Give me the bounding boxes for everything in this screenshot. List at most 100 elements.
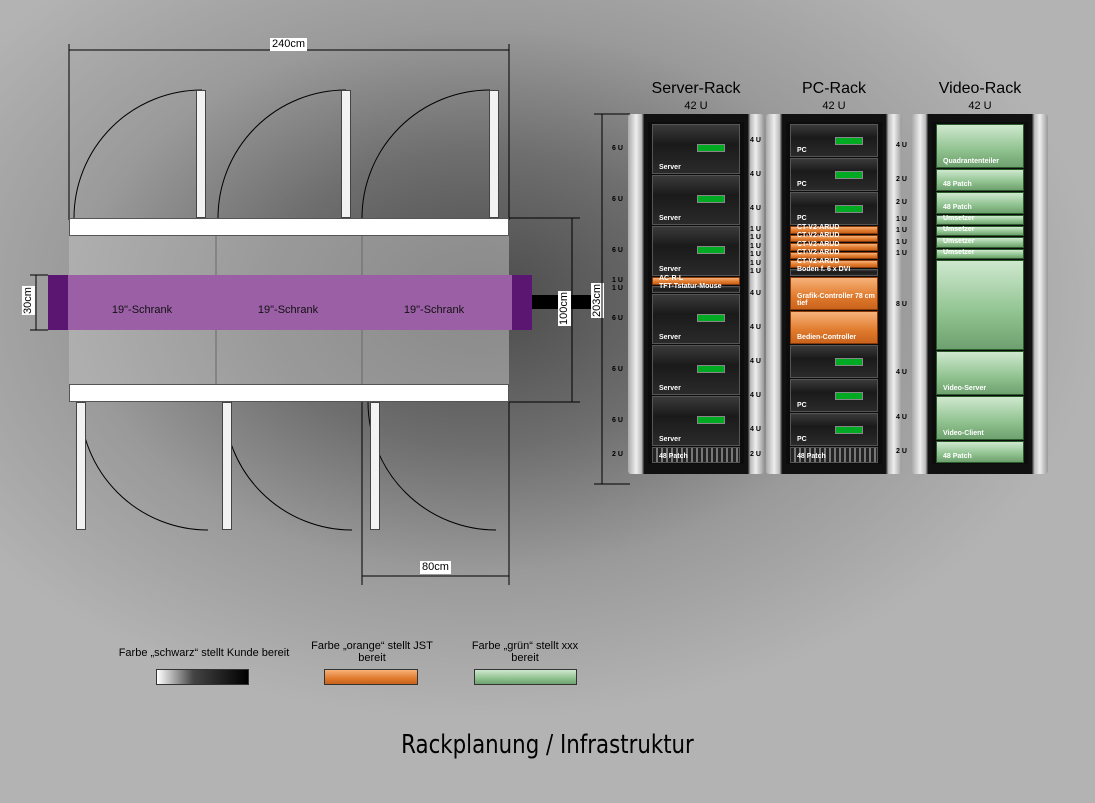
rack-device: Umsetzer [936, 214, 1024, 225]
device-label: 48 Patch [943, 452, 972, 460]
unit-label: 1 U [612, 276, 623, 284]
status-display [835, 137, 863, 146]
unit-label: 4 U [750, 391, 761, 399]
rack-device: TFT-Tstatur-Mouse [652, 283, 740, 293]
unit-label: 4 U [750, 170, 761, 178]
device-label: Umsetzer [943, 214, 975, 222]
shelf-depth-dimension: 100cm [558, 290, 572, 327]
unit-label: 2 U [896, 448, 907, 456]
door-top-1 [196, 90, 206, 218]
unit-label: 2 U [750, 451, 761, 458]
rack-device: Server [652, 175, 740, 225]
unit-label: 4 U [750, 136, 761, 144]
unit-label: 4 U [750, 204, 761, 212]
rack-units-2: 42 U [968, 100, 992, 112]
device-label: Video-Server [943, 384, 987, 392]
unit-label: 4 U [896, 368, 907, 376]
status-display [697, 416, 725, 425]
device-label: PC [797, 402, 807, 409]
rack-device: 48 Patch [790, 447, 878, 463]
device-label: TFT-Tstatur-Mouse [659, 283, 722, 290]
device-label: Server [659, 215, 681, 222]
rack-device: Umsetzer [936, 237, 1024, 248]
rack-units-1: 42 U [822, 100, 846, 112]
unit-label: 6 U [612, 145, 623, 152]
legend-orange-text: Farbe „orange“ stellt JST bereit [311, 640, 433, 664]
rack-device: Grafik-Controller 78 cm tief [790, 277, 878, 310]
status-display [835, 171, 863, 180]
rack-device: Server [652, 345, 740, 395]
rack-device: AC-R-L [652, 274, 740, 285]
device-label: 48 Patch [797, 453, 826, 460]
rack-device: CT-V2-ARUD [790, 224, 878, 234]
door-bottom-1 [76, 402, 86, 530]
unit-label: 1 U [750, 251, 761, 259]
unit-label: 1 U [750, 259, 761, 267]
rack-device: Server [652, 294, 740, 344]
unit-label: 4 U [896, 414, 907, 422]
device-label: Server [659, 334, 681, 341]
status-display [697, 365, 725, 374]
unit-label: 2 U [896, 198, 907, 206]
unit-label: 4 U [896, 142, 907, 150]
status-display [835, 205, 863, 214]
device-label: Video-Client [943, 430, 984, 438]
legend-black-text: Farbe „schwarz“ stellt Kunde bereit [118, 647, 290, 659]
rack-device: PC [790, 124, 878, 157]
band-right-cap [512, 275, 532, 330]
status-display [697, 195, 725, 204]
top-shelf [69, 218, 509, 236]
rack-device: Umsetzer [936, 248, 1024, 259]
rack-device: Quadrantenteiler [936, 124, 1024, 169]
rack-device: Server [652, 124, 740, 174]
rack-device: Server [652, 226, 740, 276]
band-left-cap [48, 275, 68, 330]
device-label: CT-V2-ARUD [797, 257, 840, 265]
rack-device: Umsetzer [936, 226, 1024, 237]
unit-label: 1 U [896, 227, 907, 235]
unit-label: 1 U [612, 285, 623, 293]
footer-title: Rackplanung / Infrastruktur [401, 730, 694, 760]
unit-label: 6 U [612, 196, 623, 203]
door-dimension: 80cm [420, 561, 451, 574]
rack-device: Boden f. 6 x DVI [790, 266, 878, 276]
rack-device: CT-V2-ARUD [790, 249, 878, 259]
device-label: AC-R-L [659, 274, 684, 282]
legend-black-swatch [156, 669, 249, 685]
unit-label: 1 U [896, 249, 907, 257]
device-label: Umsetzer [943, 248, 975, 256]
status-display [835, 392, 863, 401]
device-label: Server [659, 164, 681, 171]
legend-green-swatch [474, 669, 577, 685]
door-bottom-3 [370, 402, 380, 530]
unit-label: 2 U [612, 451, 623, 458]
status-display [697, 144, 725, 153]
unit-label: 6 U [612, 315, 623, 322]
unit-label: 1 U [750, 234, 761, 242]
device-label: Server [659, 266, 681, 273]
device-label: Server [659, 436, 681, 443]
legend-green-text: Farbe „grün“ stellt xxx bereit [471, 640, 579, 664]
rack-device: CT-V2-ARUD [790, 257, 878, 268]
rack-device: PC [790, 379, 878, 412]
device-label: CT-V2-ARUD [797, 232, 840, 239]
rack-device: 48 Patch [652, 447, 740, 463]
unit-label: 1 U [750, 242, 761, 250]
device-label: Quadrantenteiler [943, 158, 1000, 166]
status-display [697, 314, 725, 323]
rack-device: 48 Patch [936, 169, 1024, 191]
device-label: 48 Patch [943, 180, 972, 188]
device-label: PC [797, 147, 807, 154]
rack-title-0: Server-Rack [651, 80, 741, 97]
device-label: Server [659, 385, 681, 392]
device-label: 48 Patch [943, 203, 972, 211]
rack-device: Video-Server [936, 350, 1024, 395]
device-label: Boden f. 6 x DVI [797, 266, 851, 273]
rack-device [790, 345, 878, 378]
cabinet-label-3: 19"-Schrank [403, 304, 465, 316]
door-bottom-2 [222, 402, 232, 530]
rack-device: 48 Patch [936, 441, 1024, 463]
